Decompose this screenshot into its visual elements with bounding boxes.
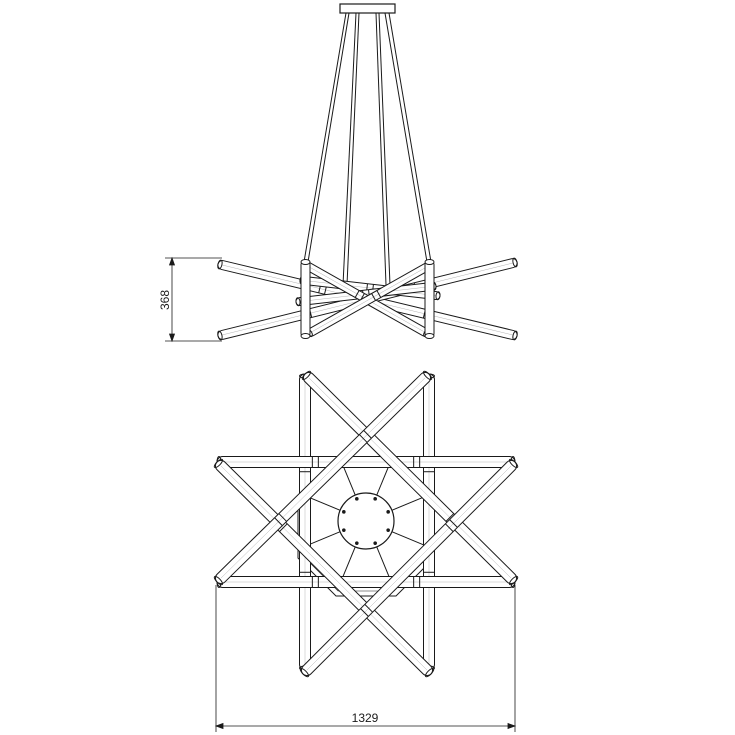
height-dimension	[165, 256, 222, 343]
width-dimension	[214, 585, 517, 732]
star-tubes	[213, 370, 519, 678]
hub-bolt	[373, 497, 377, 501]
hub-bolt	[386, 528, 390, 532]
side-elevation-view	[165, 3, 518, 343]
diagonal-tube	[299, 458, 519, 678]
horizontal-tube-bottom	[216, 576, 516, 588]
vertical-tube-left	[299, 373, 311, 671]
side-view-vertical-tubes	[300, 259, 435, 339]
side-view-tubes	[217, 257, 518, 341]
diagonal-tube	[213, 370, 433, 586]
vertical-tube-right	[423, 373, 435, 671]
ceiling-canopy	[339, 3, 396, 14]
width-dimension-label: 1329	[352, 711, 379, 725]
height-dimension-label: 368	[158, 290, 172, 310]
horizontal-tube-top	[216, 456, 516, 468]
hub-bolt	[355, 541, 359, 545]
top-plan-view	[213, 370, 519, 732]
hub-bolt	[355, 497, 359, 501]
diagonal-tube	[301, 370, 519, 586]
hub-bolt	[342, 528, 346, 532]
hub-bolt	[386, 510, 390, 514]
hub-bolt	[342, 510, 346, 514]
suspension-cables	[303, 12, 432, 286]
central-hub	[337, 492, 395, 550]
hub-bolt	[373, 541, 377, 545]
